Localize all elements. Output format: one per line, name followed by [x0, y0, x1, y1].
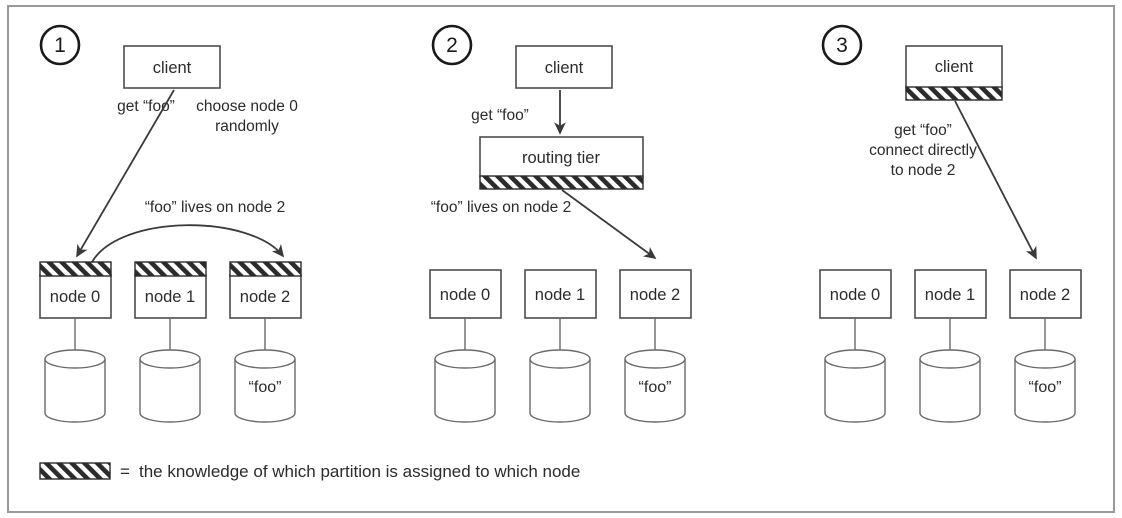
- panel-1-db-0-top: [44, 349, 106, 369]
- panel-2-db-1-body: [529, 359, 591, 423]
- panel-2-db-2-body: [624, 359, 686, 423]
- panel-3-db-2-body: [1014, 359, 1076, 423]
- panel-2-db-2-top: [624, 349, 686, 369]
- panel-2-db-0-body: [434, 359, 496, 423]
- panel-3-arrow-client-to-node2: [954, 100, 1037, 260]
- panel-2-node-0-label: node 0: [440, 286, 490, 304]
- panel-2-db-1-top: [529, 349, 591, 369]
- panel-2-number: 2: [446, 34, 458, 57]
- legend: = the knowledge of which partition is as…: [39, 462, 580, 481]
- panel-1-number: 1: [54, 34, 66, 57]
- hatch-swatch-icon: [39, 462, 111, 480]
- panel-1-node-0-label: node 0: [50, 288, 100, 306]
- panel-3-number: 3: [836, 34, 848, 57]
- panel-2-router-hatch: [479, 175, 644, 190]
- panel-2-arrow-router-to-node2: [561, 189, 657, 259]
- panel-1-db-0-body: [44, 359, 106, 423]
- panel-2: 2 client get “foo” routing tier “foo” li…: [429, 24, 692, 423]
- panel-2-node-2-label: node 2: [630, 286, 680, 304]
- panel-1-node-1-hatch: [134, 261, 207, 277]
- panel-1-arrow-node0-to-node2: [91, 224, 285, 263]
- panel-3-db-2-top: [1014, 349, 1076, 369]
- panel-3-note-connect-directly: connect directly: [869, 142, 977, 159]
- panel-3-client-hatch: [905, 86, 1003, 101]
- panel-3-number-circle: [821, 24, 863, 66]
- panel-3-node-0-box: [819, 269, 892, 319]
- panel-3-node-1-box: [914, 269, 987, 319]
- legend-equals: =: [120, 462, 130, 481]
- panel-1-db-2-body: [234, 359, 296, 423]
- panel-3: 3 client get “foo” connect directly to n…: [819, 24, 1082, 423]
- panel-3-db-0-top: [824, 349, 886, 369]
- panel-3-note-to-node-2: to node 2: [891, 162, 956, 179]
- panel-2-router-box: [479, 136, 644, 178]
- panel-2-number-circle: [431, 24, 473, 66]
- panel-2-client-box: [515, 45, 613, 89]
- panel-3-db-1-body: [919, 359, 981, 423]
- panel-2-note-foo-lives: “foo” lives on node 2: [431, 199, 571, 216]
- panel-3-node-1-label: node 1: [925, 286, 975, 304]
- legend-text: the knowledge of which partition is assi…: [139, 462, 580, 481]
- panel-2-db-2-value: “foo”: [639, 379, 672, 396]
- panel-2-db-0-top: [434, 349, 496, 369]
- panel-1-db-1-body: [139, 359, 201, 423]
- panel-1: 1 client get “foo” choose node 0 randoml…: [39, 24, 302, 423]
- panel-3-note-get-foo: get “foo”: [894, 122, 952, 139]
- panel-3-db-1-top: [919, 349, 981, 369]
- panel-3-db-0-body: [824, 359, 886, 423]
- panel-2-node-0-box: [429, 269, 502, 319]
- panel-1-client-box: [123, 45, 221, 89]
- panel-1-node-0-hatch: [39, 261, 112, 277]
- panel-2-client-label: client: [545, 59, 584, 77]
- panel-3-db-2-value: “foo”: [1029, 379, 1062, 396]
- panel-1-node-1-label: node 1: [145, 288, 195, 306]
- panel-2-node-1-label: node 1: [535, 286, 585, 304]
- panel-3-client-label: client: [935, 58, 974, 76]
- panel-2-node-1-box: [524, 269, 597, 319]
- panel-1-db-2-top: [234, 349, 296, 369]
- panel-1-number-circle: [39, 24, 81, 66]
- panel-1-curve-label: “foo” lives on node 2: [145, 199, 285, 216]
- panel-2-router-label: routing tier: [522, 149, 600, 167]
- panel-1-note-choose-node: choose node 0: [196, 98, 298, 115]
- panel-1-note-randomly: randomly: [215, 118, 279, 135]
- panel-1-node-1-box: [134, 274, 207, 319]
- panel-1-node-2-label: node 2: [240, 288, 290, 306]
- panel-3-node-0-label: node 0: [830, 286, 880, 304]
- panel-1-node-2-hatch: [229, 261, 302, 277]
- panel-1-note-get-foo: get “foo”: [117, 98, 175, 115]
- panel-2-note-get-foo: get “foo”: [471, 107, 529, 124]
- panel-2-node-2-box: [619, 269, 692, 319]
- panel-1-client-label: client: [153, 59, 192, 77]
- panel-3-node-2-label: node 2: [1020, 286, 1070, 304]
- panel-1-db-2-value: “foo”: [249, 379, 282, 396]
- panel-1-arrow-client-to-node0: [76, 89, 175, 258]
- panel-1-db-1-top: [139, 349, 201, 369]
